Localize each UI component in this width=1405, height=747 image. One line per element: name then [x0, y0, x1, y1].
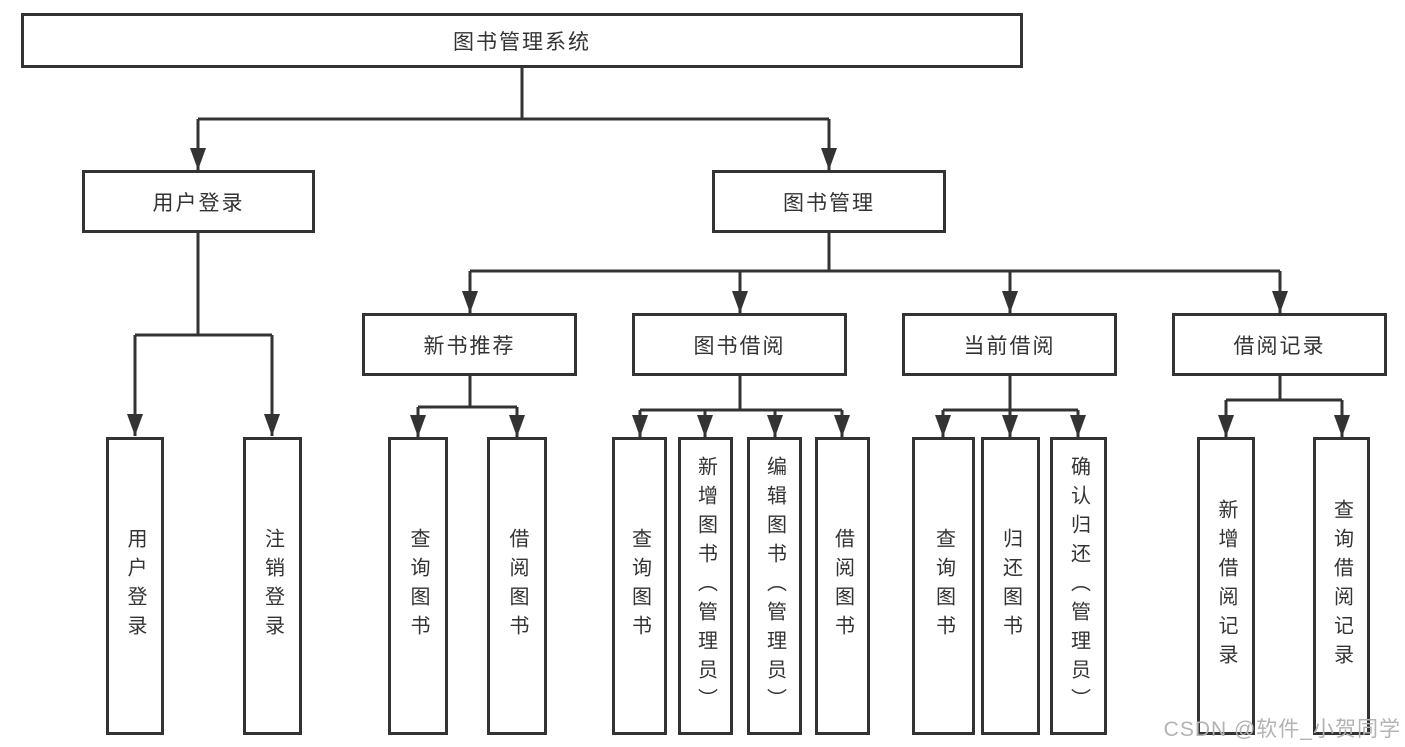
leaf-label: 查询图书: [628, 528, 651, 644]
node-leaf-query-borrow-record: 查询借阅记录: [1313, 437, 1370, 735]
leaf-label: 确认归还（管理员）: [1067, 455, 1090, 717]
node-leaf-confirm-return-admin: 确认归还（管理员）: [1050, 437, 1107, 735]
node-leaf-add-borrow-record: 新增借阅记录: [1197, 437, 1255, 735]
node-borrow-records: 借阅记录: [1172, 313, 1387, 376]
leaf-label: 新增借阅记录: [1215, 499, 1237, 673]
node-leaf-add-books-admin: 新增图书（管理员）: [678, 437, 733, 735]
node-current-borrow: 当前借阅: [902, 313, 1117, 376]
leaf-label: 用户登录: [124, 528, 146, 644]
leaf-label: 归还图书: [999, 528, 1022, 644]
leaf-label: 查询图书: [932, 528, 955, 644]
node-leaf-query-books-3: 查询图书: [912, 437, 975, 735]
node-leaf-user-login: 用户登录: [106, 437, 164, 735]
leaf-label: 借阅图书: [831, 528, 854, 644]
leaf-label: 注销登录: [261, 528, 284, 644]
leaf-label: 借阅图书: [506, 528, 528, 644]
leaf-label: 查询借阅记录: [1330, 499, 1353, 673]
node-leaf-borrow-books-1: 借阅图书: [487, 437, 547, 735]
watermark-text: CSDN @软件_小贺同学: [1163, 718, 1401, 741]
leaf-label: 编辑图书（管理员）: [763, 455, 786, 717]
node-book-management: 图书管理: [712, 170, 946, 233]
leaf-label: 新增图书（管理员）: [694, 455, 717, 717]
leaf-label: 查询图书: [407, 528, 429, 644]
node-leaf-query-books-2: 查询图书: [612, 437, 667, 735]
node-leaf-edit-books-admin: 编辑图书（管理员）: [747, 437, 802, 735]
node-leaf-query-books-1: 查询图书: [388, 437, 448, 735]
node-leaf-logout: 注销登录: [243, 437, 302, 735]
node-library-system: 图书管理系统: [21, 13, 1023, 68]
node-leaf-return-books: 归还图书: [981, 437, 1040, 735]
node-user-login: 用户登录: [82, 170, 315, 233]
node-book-borrow: 图书借阅: [632, 313, 847, 376]
node-new-book-recommend: 新书推荐: [362, 313, 577, 376]
node-leaf-borrow-books-2: 借阅图书: [815, 437, 870, 735]
